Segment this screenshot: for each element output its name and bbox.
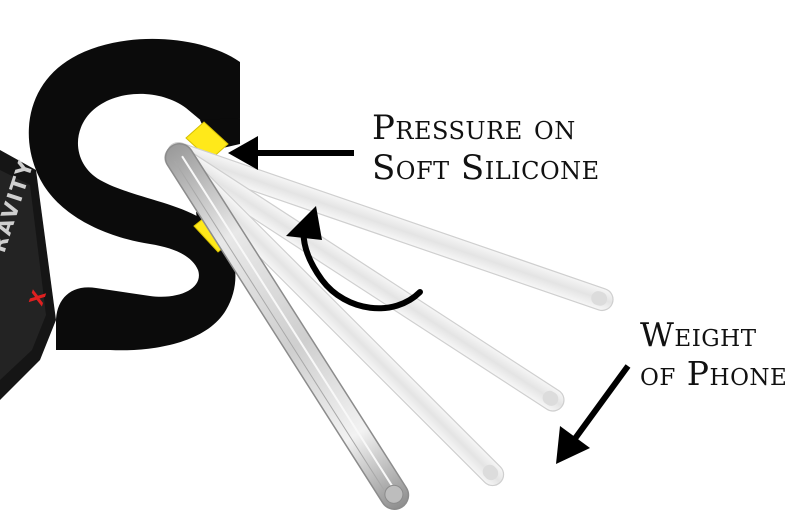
weight-label-line-2: of Phone xyxy=(640,353,788,393)
mount-base xyxy=(0,150,56,400)
weight-label-line-1: Weight xyxy=(640,315,757,354)
rotation-arrow-icon xyxy=(286,206,423,312)
pressure-label-line-1: Pressure on xyxy=(372,108,576,148)
phone xyxy=(164,143,410,510)
pressure-arrow-icon xyxy=(228,136,354,170)
weight-label: Weight of Phone xyxy=(640,315,788,394)
pressure-label-line-2: Soft Silicone xyxy=(372,148,600,189)
pressure-label: Pressure on Soft Silicone xyxy=(372,108,600,188)
weight-arrow-icon xyxy=(556,364,631,464)
